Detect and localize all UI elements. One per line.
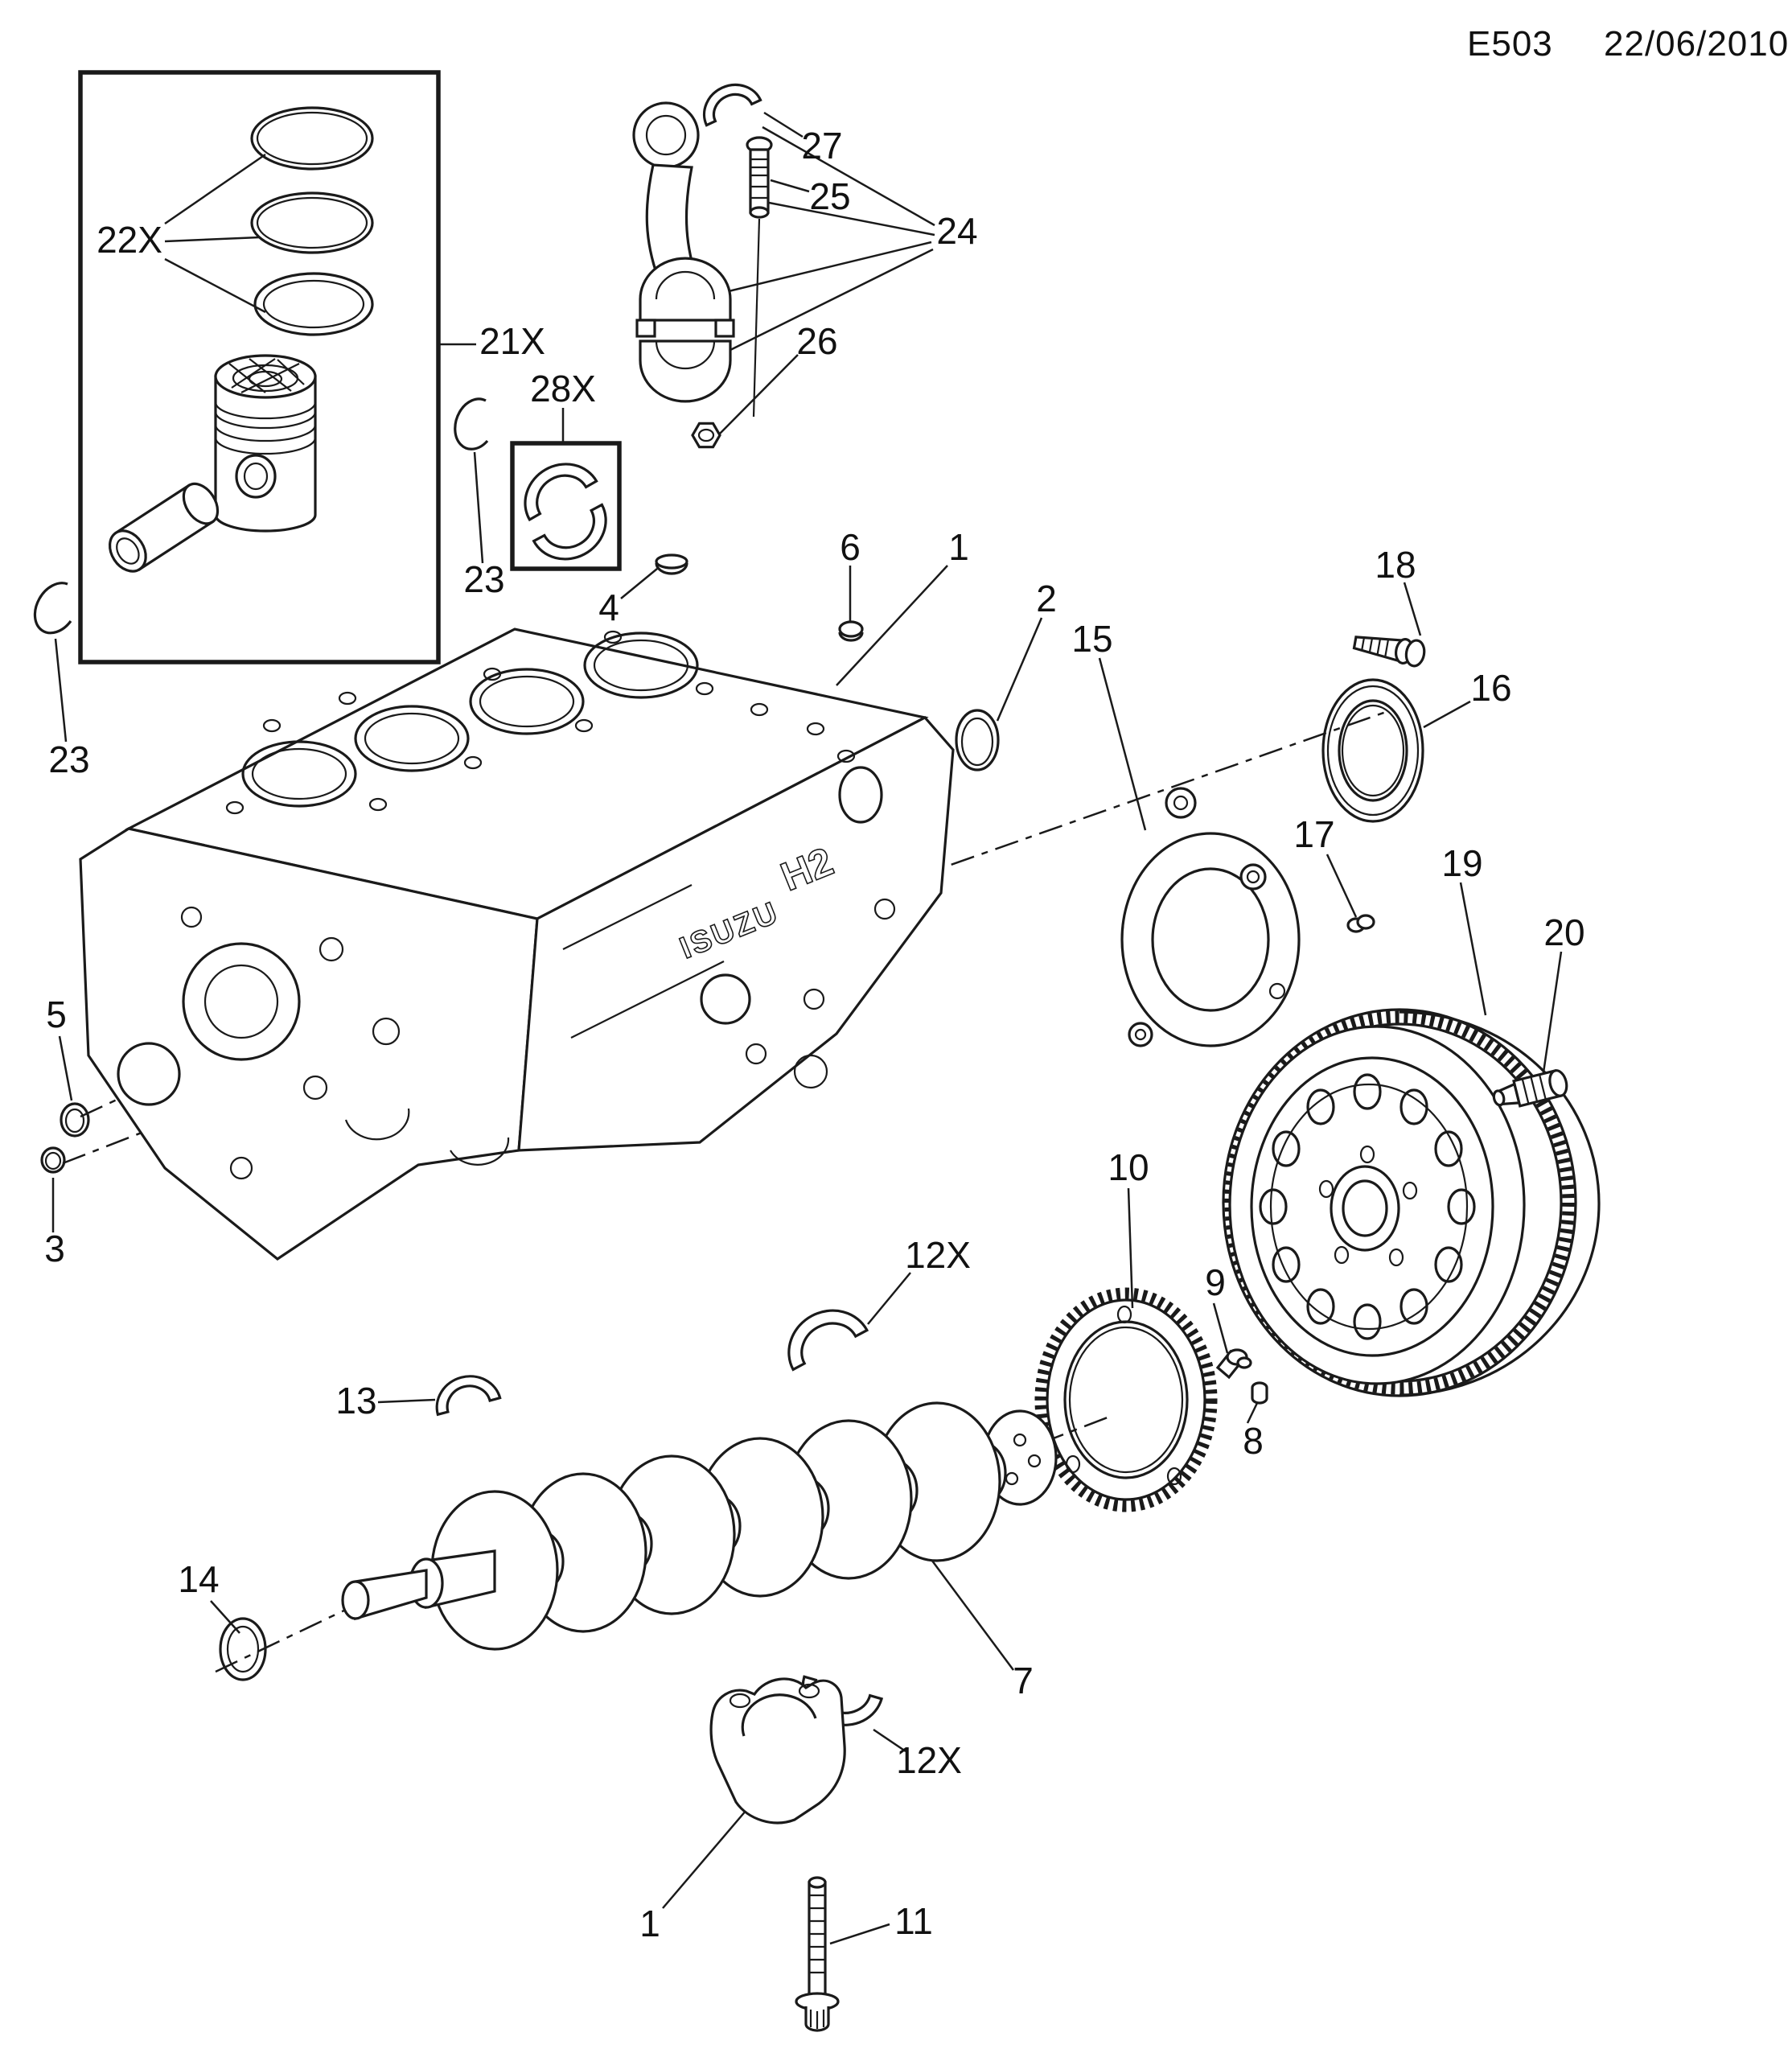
- main-bearing-shell-upper: [787, 1309, 869, 1372]
- diagram-code: E503: [1467, 24, 1553, 64]
- crankshaft-rear-seal: [1321, 678, 1424, 823]
- piston-kit-box: [78, 70, 441, 664]
- seal-ring-3: [40, 1146, 66, 1174]
- bearing-cap-plug: [655, 553, 688, 575]
- wrist-pin: [108, 482, 220, 573]
- locating-pin-8: [1251, 1381, 1268, 1405]
- conrod-nut: [691, 422, 721, 449]
- flywheel-holes: [1259, 1073, 1476, 1340]
- dowel-sleeve: [838, 620, 864, 642]
- callout-labels: 22X 21X 28X 23 23 4 27 25 24 26 6 1 2 15…: [44, 125, 1584, 1944]
- callout-26: 26: [796, 320, 837, 362]
- callout-3: 3: [44, 1228, 65, 1269]
- callout-13: 13: [335, 1380, 376, 1421]
- bolt-18: [1352, 636, 1426, 668]
- callout-17: 17: [1293, 813, 1334, 855]
- flywheel-bolt: [1492, 1068, 1568, 1108]
- callout-24: 24: [936, 210, 977, 252]
- connecting-rod: [632, 83, 773, 449]
- deck-holes: [225, 630, 856, 815]
- circlip-right: [454, 397, 489, 451]
- callout-10: 10: [1108, 1146, 1149, 1188]
- piston-rings: [250, 106, 374, 336]
- callout-27: 27: [801, 125, 842, 167]
- conrod-bearing-box: [510, 441, 622, 571]
- timing-face-details: [117, 906, 510, 1180]
- crankshaft-front-seal: [219, 1617, 267, 1681]
- rear-retainer-plate: [1120, 787, 1301, 1047]
- bearing-cap-bolt: [795, 1876, 840, 2032]
- dowel-pin-17: [1346, 914, 1375, 933]
- callout-23-right: 23: [463, 558, 504, 600]
- sensor-ring: [1034, 1287, 1218, 1512]
- conrod-bolt: [746, 136, 773, 219]
- callout-19: 19: [1441, 842, 1482, 884]
- crankshaft: [341, 1401, 1058, 1651]
- circlip-left: [33, 582, 72, 635]
- callout-18: 18: [1375, 544, 1416, 586]
- callout-12x-upper: 12X: [905, 1234, 971, 1276]
- sensor-ring-bolt: [1215, 1348, 1252, 1380]
- callout-20: 20: [1543, 911, 1584, 953]
- callout-11: 11: [894, 1900, 933, 1942]
- callout-16: 16: [1470, 667, 1511, 709]
- piston: [214, 354, 317, 533]
- flywheel: [1222, 1008, 1601, 1397]
- callout-22x: 22X: [97, 219, 162, 261]
- engine-block: H2 ISUZU: [79, 627, 955, 1261]
- cylinder-bores: [241, 632, 699, 808]
- callout-2: 2: [1036, 578, 1057, 619]
- callout-9: 9: [1205, 1261, 1226, 1303]
- callout-6: 6: [840, 526, 861, 568]
- main-bearing-cap: [709, 1677, 846, 1825]
- callout-15: 15: [1071, 618, 1112, 660]
- callout-14: 14: [178, 1558, 219, 1600]
- callout-8: 8: [1243, 1420, 1264, 1462]
- callout-12x-lower: 12X: [896, 1739, 962, 1781]
- leader-lines: [51, 111, 1563, 1945]
- callout-21x: 21X: [479, 320, 545, 362]
- rear-face-details: [562, 766, 896, 1089]
- callout-25: 25: [809, 175, 850, 217]
- callout-1-top: 1: [948, 526, 969, 568]
- callout-7: 7: [1013, 1660, 1034, 1701]
- seal-ring-2: [955, 709, 1000, 771]
- callout-5: 5: [46, 994, 67, 1035]
- callout-28x: 28X: [530, 368, 596, 409]
- seal-ring-5: [60, 1102, 90, 1138]
- thrust-washer: [435, 1375, 502, 1417]
- diagram-date: 22/06/2010: [1604, 24, 1790, 64]
- callout-23-left: 23: [48, 739, 89, 780]
- callout-1-bottom: 1: [639, 1903, 660, 1944]
- callout-4: 4: [598, 586, 619, 628]
